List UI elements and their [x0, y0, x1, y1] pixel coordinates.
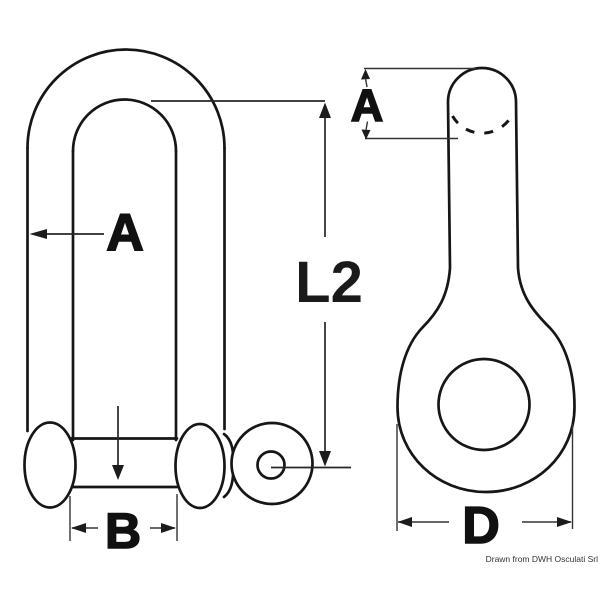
eye-hole-circle — [437, 357, 531, 452]
pin-seat-dashed-arc — [451, 115, 513, 135]
front-view — [23, 48, 314, 510]
dim-b-arrow-left — [71, 523, 86, 533]
labels: A A L2 B D Drawn from DWH Osculati Srl — [104, 79, 599, 564]
pin-hole-circle — [256, 450, 286, 480]
label-l2: L2 — [295, 250, 363, 315]
label-a-side: A — [351, 80, 384, 131]
dim-a-side-tick-bottom-tail — [365, 121, 369, 131]
dim-a-side-tick-top-tail — [364, 78, 368, 88]
dim-a-front-arrow — [29, 229, 47, 239]
label-b: B — [105, 503, 141, 559]
dim-d-arrow-left — [397, 517, 412, 527]
pin-pointer-arrow — [112, 465, 124, 480]
dim-a-side-tick-top — [361, 69, 370, 80]
label-d: D — [462, 497, 500, 555]
bow-outer-arc — [26, 48, 226, 150]
bow-inner-arc — [71, 98, 178, 153]
dim-b-arrow-right — [161, 523, 176, 533]
dim-l2-arrow-bottom — [319, 451, 331, 467]
credit-text: Drawn from DWH Osculati Srl — [486, 554, 599, 564]
right-lug-ellipse — [174, 422, 226, 510]
dim-l2-arrow-top — [319, 102, 331, 118]
dim-d-arrow-right — [557, 517, 572, 527]
dimensions — [29, 67, 574, 541]
label-a-front: A — [106, 204, 144, 262]
side-view — [396, 66, 576, 494]
pin-head-circle — [230, 421, 314, 506]
dim-a-side-tick-bottom — [361, 129, 371, 140]
left-lug-ellipse — [23, 421, 77, 509]
